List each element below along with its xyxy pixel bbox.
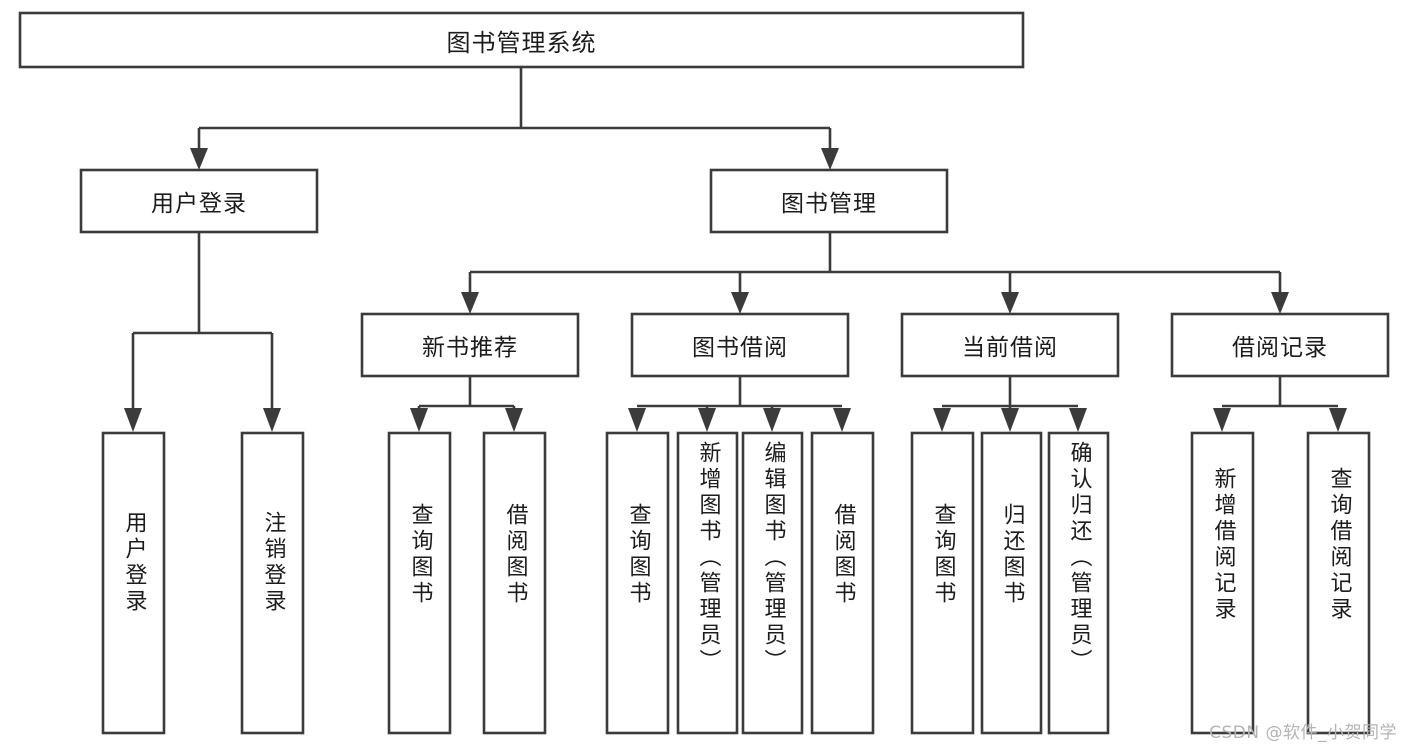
node-box-leaf-add-borrow-record[interactable] xyxy=(1190,431,1255,735)
node-box-leaf-query-book-1[interactable] xyxy=(387,431,452,735)
arrow-head-current-borrow xyxy=(1001,292,1019,314)
node-box-leaf-confirm-return-admin[interactable] xyxy=(1047,431,1110,735)
connector-group-current-borrow xyxy=(933,376,1087,432)
arrow-head-leaf-query-book-1 xyxy=(410,408,428,432)
node-box-leaf-borrow-book-1[interactable] xyxy=(482,431,547,735)
arrow-head-leaf-query-borrow-record xyxy=(1329,408,1347,432)
node-box-leaf-user-logout[interactable] xyxy=(240,431,305,735)
arrow-head-book-management xyxy=(821,148,839,170)
arrow-head-borrow-record xyxy=(1271,292,1289,314)
arrow-head-leaf-borrow-book-2 xyxy=(833,408,851,432)
arrow-head-leaf-borrow-book-1 xyxy=(505,408,523,432)
csdn-watermark: CSDN @软件_小贺同学 xyxy=(1209,723,1397,743)
connector-group-borrow-record xyxy=(1213,376,1347,432)
arrow-head-book-borrow xyxy=(731,292,749,314)
arrow-head-leaf-query-book-2 xyxy=(628,408,646,432)
node-box-leaf-add-book-admin[interactable] xyxy=(676,431,739,735)
node-box-book-management[interactable] xyxy=(709,168,949,234)
arrow-head-leaf-add-book-admin xyxy=(698,408,716,432)
connector-group-new-book-recommend xyxy=(410,376,523,432)
arrow-head-user-login xyxy=(190,148,208,170)
node-box-new-book-recommend[interactable] xyxy=(360,312,580,378)
node-box-leaf-return-book[interactable] xyxy=(980,431,1043,735)
node-box-borrow-record[interactable] xyxy=(1170,312,1390,378)
node-box-book-borrow[interactable] xyxy=(630,312,850,378)
node-box-leaf-query-book-2[interactable] xyxy=(605,431,670,735)
node-box-leaf-edit-book-admin[interactable] xyxy=(741,431,804,735)
node-box-leaf-borrow-book-2[interactable] xyxy=(810,431,875,735)
arrow-head-new-book-recommend xyxy=(461,292,479,314)
connector-group-user-login xyxy=(124,232,281,432)
arrow-head-leaf-query-book-3 xyxy=(933,408,951,432)
arrow-head-leaf-return-book xyxy=(1001,408,1019,432)
node-box-leaf-query-book-3[interactable] xyxy=(910,431,975,735)
node-box-leaf-user-login[interactable] xyxy=(101,431,166,735)
node-box-current-borrow[interactable] xyxy=(900,312,1120,378)
arrow-head-leaf-user-logout xyxy=(263,408,281,432)
arrow-head-leaf-edit-book-admin xyxy=(763,408,781,432)
node-box-root[interactable] xyxy=(18,11,1025,69)
node-box-leaf-query-borrow-record[interactable] xyxy=(1306,431,1371,735)
connector-group-book-borrow xyxy=(628,376,851,432)
arrow-head-leaf-add-borrow-record xyxy=(1213,408,1231,432)
node-box-user-login[interactable] xyxy=(79,168,319,234)
connector-group-book-management xyxy=(461,232,1289,314)
arrow-head-leaf-user-login xyxy=(124,408,142,432)
connector-group-root xyxy=(190,67,839,170)
arrow-head-leaf-confirm-return-admin xyxy=(1069,408,1087,432)
